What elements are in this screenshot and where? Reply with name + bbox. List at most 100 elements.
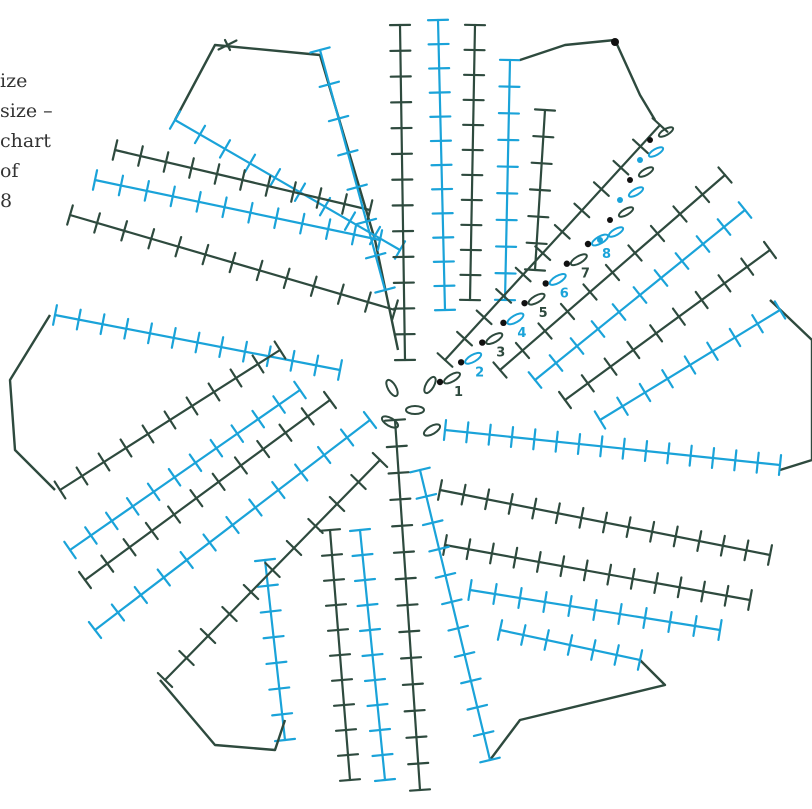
stitch-mark (406, 736, 426, 737)
chain-oval (628, 185, 645, 198)
stitch-mark (667, 443, 669, 463)
stitch-mark (158, 570, 170, 586)
stitch-row-top-2 (428, 20, 455, 310)
stitch-mark (324, 392, 336, 408)
stitch-mark (165, 412, 176, 429)
stitch-row-tl-3 (93, 170, 382, 250)
stitch-row-br-col (410, 468, 499, 763)
stitch-mark (518, 588, 521, 608)
stitch-mark (324, 579, 344, 581)
slip-stitch-dot (617, 197, 623, 203)
chain-oval (380, 414, 400, 430)
stitch-mark (390, 499, 410, 500)
row-base-line (505, 60, 510, 300)
slip-stitch-dot (647, 137, 653, 143)
slip-stitch-dot (585, 241, 591, 247)
stitch-mark (605, 359, 617, 375)
slip-stitch-dot (611, 38, 619, 46)
stitch-mark (280, 425, 292, 441)
stitch-row-l-4 (89, 412, 376, 638)
stitch-mark (345, 212, 355, 229)
stitch-mark (99, 454, 110, 471)
row-base-line (320, 50, 385, 290)
stitch-mark (634, 287, 647, 303)
stitch-mark (528, 216, 548, 217)
stitch-mark (187, 398, 198, 415)
stitch-mark (252, 411, 263, 427)
stitch-row-r-bottom (444, 420, 781, 475)
stitch-mark (623, 439, 625, 459)
stitch-mark (645, 441, 647, 461)
stitch-mark (302, 408, 314, 424)
slip-stitch-dot (458, 359, 464, 365)
stitch-row-r-4 (595, 301, 785, 428)
row-base-line (445, 545, 750, 600)
outline-edge-bottom-right (490, 660, 665, 760)
stitch-mark (124, 539, 136, 555)
stitch-mark (718, 620, 721, 640)
stitch-mark (527, 243, 547, 244)
stitch-row-top-5 (525, 109, 555, 270)
stitch-mark (489, 425, 491, 445)
stitch-mark (341, 430, 353, 446)
row-base-line (420, 470, 490, 760)
stitch-mark (613, 304, 626, 320)
chain-oval (527, 292, 546, 307)
stitch-mark (253, 356, 264, 373)
stitch-mark (697, 236, 710, 252)
chain-oval (422, 375, 438, 395)
stitch-mark (294, 382, 305, 398)
slip-stitch-dot (521, 300, 527, 306)
stitch-mark (112, 605, 124, 621)
row-base-line (445, 430, 780, 465)
stitch-mark (340, 779, 360, 781)
stitch-mark (775, 301, 785, 318)
chain-oval (422, 422, 442, 438)
stitch-mark (410, 789, 430, 790)
row-base-line (400, 25, 405, 360)
stitch-mark (730, 329, 740, 346)
slip-stitch-dot (564, 261, 570, 267)
stitch-mark (707, 343, 717, 360)
stitch-mark (190, 490, 202, 506)
stitch-mark (169, 469, 180, 485)
slip-stitch-dot (627, 177, 633, 183)
stitch-mark (532, 163, 552, 164)
slip-stitch-dot (437, 379, 443, 385)
outline-edge-top-left (175, 45, 398, 350)
stitch-mark (127, 498, 138, 514)
stitch-mark (466, 422, 468, 442)
stitch-row-bl-1 (158, 453, 387, 687)
stitch-mark (595, 411, 605, 428)
stitch-mark (693, 616, 696, 636)
chain-oval (658, 125, 675, 138)
stitch-row-br-2 (443, 535, 752, 610)
stitch-mark (264, 636, 284, 638)
stitch-mark (146, 523, 158, 539)
chain-oval (648, 145, 665, 158)
stitch-row-b-3 (320, 529, 360, 781)
stitch-mark (593, 600, 596, 620)
stitch-mark (77, 468, 88, 485)
stitch-row-tl-col (310, 47, 394, 292)
stitch-mark (627, 342, 639, 358)
stitch-mark (600, 436, 602, 456)
stitch-mark (249, 500, 261, 516)
stitch-mark (358, 604, 378, 606)
stitch-mark (533, 429, 535, 449)
stitch-mark (389, 472, 409, 473)
stitch-mark (734, 450, 736, 470)
chain-oval (618, 205, 635, 218)
stitch-mark (332, 679, 352, 681)
stitch-mark (79, 572, 91, 588)
chain-oval (442, 370, 461, 385)
stitch-mark (231, 370, 242, 387)
stitch-mark (387, 446, 407, 447)
stitch-mark (168, 506, 180, 522)
stitch-mark (444, 420, 446, 440)
slip-stitch-dot (637, 157, 643, 163)
chain-oval (608, 225, 625, 238)
row-base-line (85, 400, 330, 580)
chain-oval (384, 378, 400, 398)
chain-oval (506, 311, 525, 326)
